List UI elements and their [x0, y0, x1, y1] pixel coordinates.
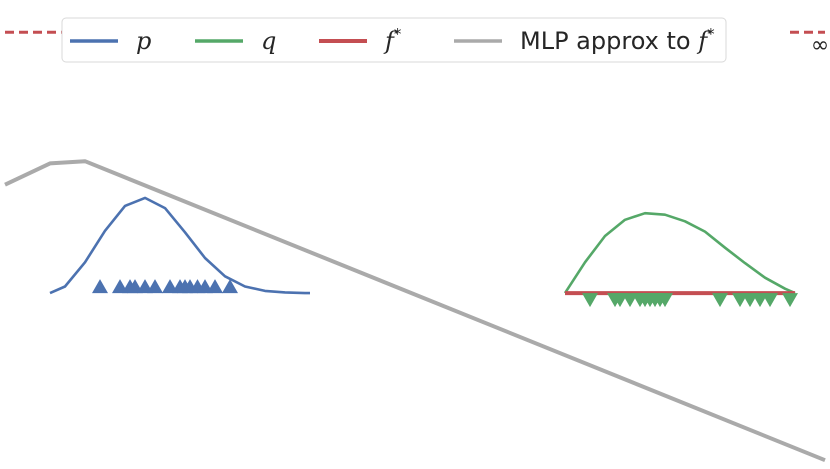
- sample-marker-p: [222, 279, 238, 294]
- sample-marker-q: [782, 293, 798, 308]
- series-line-q: [563, 211, 796, 295]
- sample-marker-p: [92, 279, 108, 294]
- sample-marker-q: [762, 293, 778, 308]
- legend-label-q: q: [261, 27, 276, 55]
- legend-label-p: p: [136, 27, 151, 55]
- series-line-p: [49, 196, 310, 295]
- legend-label-mlp: MLP approx to f*: [520, 25, 715, 55]
- infinity-label: ∞: [811, 33, 829, 58]
- sample-marker-q: [582, 293, 598, 308]
- sample-marker-q: [712, 293, 728, 308]
- sample-marker-p: [147, 279, 163, 294]
- series-line-mlp-approx: [4, 159, 826, 463]
- plot-area: ∞: [4, 30, 829, 463]
- legend-box: [61, 17, 727, 63]
- sample-marker-q: [657, 293, 673, 308]
- sample-marker-p: [207, 279, 223, 294]
